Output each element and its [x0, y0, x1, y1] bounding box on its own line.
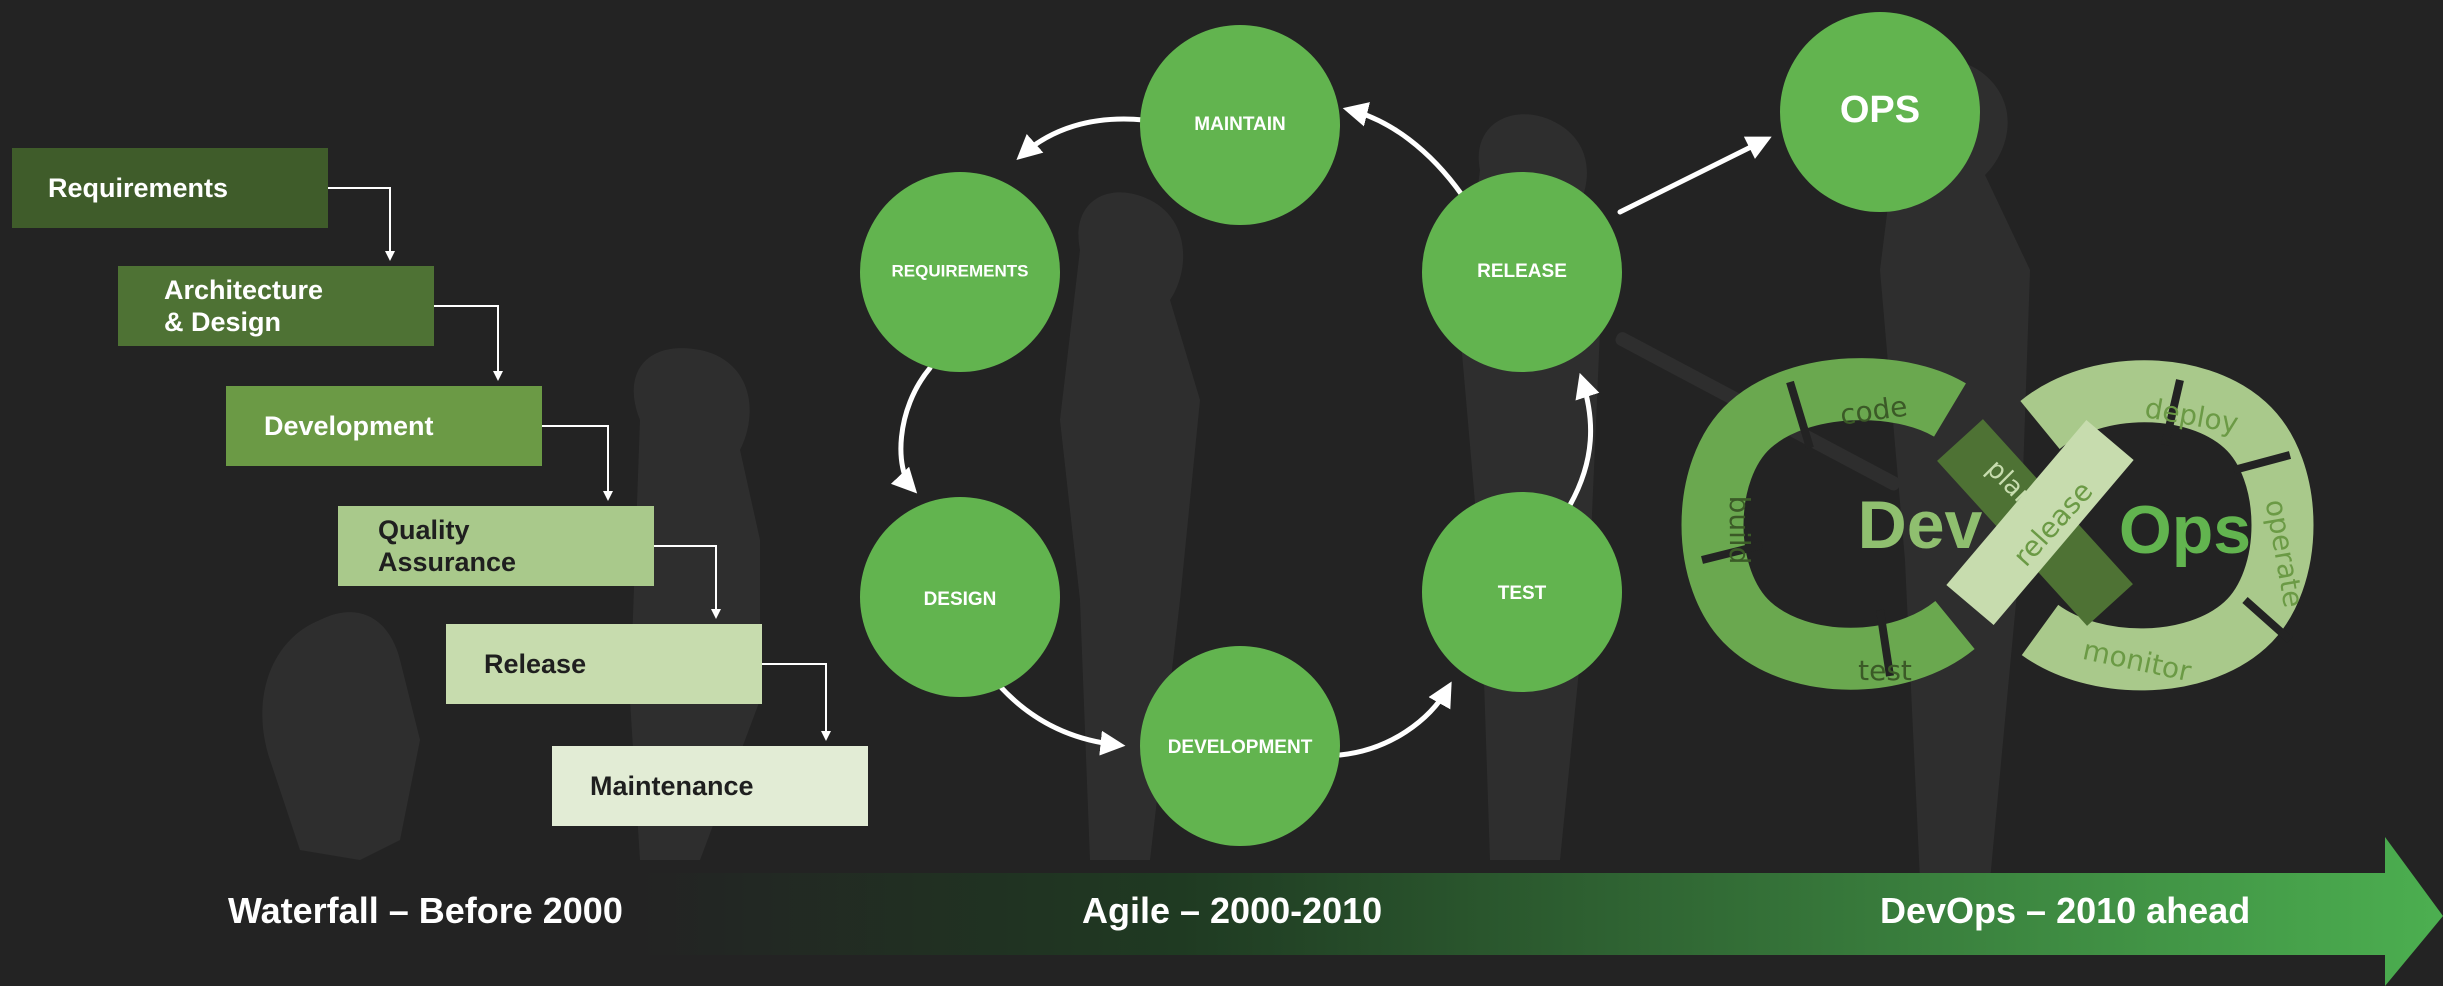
ops-circle [1780, 12, 1980, 212]
waterfall-step-quality-assurance: Quality Assurance [338, 506, 654, 586]
build-text: build [1723, 496, 1756, 565]
release-circle [1422, 172, 1622, 372]
agile-cycle-arrows [890, 102, 1772, 758]
era-agile: Agile – 2000-2010 [1082, 890, 1383, 931]
timeline-arrow [640, 837, 2443, 986]
test-text: test [1858, 654, 1912, 687]
maintain-circle [1140, 25, 1340, 225]
dev-text: Dev [1858, 487, 1983, 563]
waterfall-step-requirements: Requirements [12, 148, 328, 228]
release-label: RELEASE [1477, 261, 1567, 282]
waterfall-step-development: Development [226, 386, 542, 466]
waterfall-step-release: Release [446, 624, 762, 704]
test-circle [1422, 492, 1622, 692]
requirements-label: REQUIREMENTS [892, 261, 1029, 280]
design-label: DESIGN [924, 589, 997, 610]
agile-circles [860, 12, 1980, 846]
development-circle [1140, 646, 1340, 846]
era-devops: DevOps – 2010 ahead [1880, 890, 2251, 931]
development-label: DEVELOPMENT [1168, 737, 1313, 758]
waterfall-connectors [328, 187, 831, 741]
ops-label: OPS [1840, 89, 1920, 131]
waterfall-step-architecture: Architecture & Design [118, 266, 434, 346]
ops-text: Ops [2119, 492, 2251, 568]
maintain-label: MAINTAIN [1194, 114, 1285, 135]
design-circle [860, 497, 1060, 697]
requirements-circle [860, 172, 1060, 372]
waterfall-step-maintenance: Maintenance [552, 746, 868, 826]
devops-infinity-logo: Dev Ops code plan release build test dep… [1681, 358, 2314, 691]
test-label: TEST [1498, 583, 1547, 604]
era-waterfall: Waterfall – Before 2000 [228, 890, 623, 931]
